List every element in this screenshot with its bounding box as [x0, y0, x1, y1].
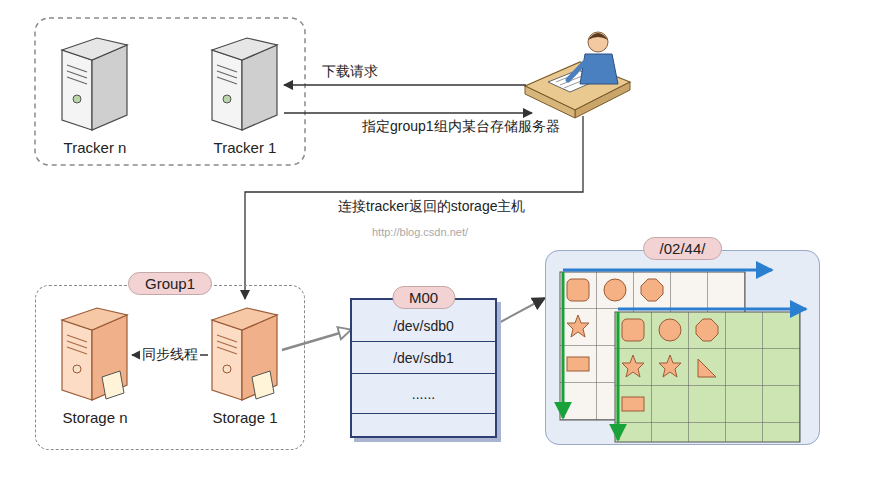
tracker-server: Tracker n	[55, 30, 135, 158]
node-label: Tracker 1	[214, 139, 277, 158]
storage-server-icon	[62, 308, 127, 400]
directory-panel-ground	[545, 250, 820, 445]
file-grid-front	[615, 312, 800, 442]
arrow-label: 连接tracker返回的storage主机	[338, 198, 525, 216]
connector	[495, 298, 545, 325]
node-label: ......	[412, 386, 435, 402]
tracker-cluster-outline	[35, 18, 305, 165]
node-label: /dev/sdb0	[393, 318, 454, 334]
request-arrow	[284, 84, 526, 85]
connector-label: 同步线程	[140, 346, 200, 364]
arrow-label: 下载请求	[322, 63, 378, 81]
heading-pill: M00	[392, 286, 455, 309]
tracker-server-icon	[62, 38, 127, 130]
storage-server: Storage 1	[208, 300, 282, 428]
disk-row: /dev/sdb0	[352, 310, 495, 342]
watermark: http://blog.csdn.net/	[372, 226, 468, 238]
disk-row: /dev/sdb1	[352, 342, 495, 374]
arrow-label: 指定group1组内某台存储服务器	[362, 118, 560, 136]
disk-row: ......	[352, 374, 495, 414]
storage-server-icon	[212, 308, 277, 400]
storage-server: Storage n	[58, 300, 132, 428]
node-label: /dev/sdb1	[393, 350, 454, 366]
node-label: Storage 1	[212, 409, 277, 428]
node-label: Tracker n	[64, 139, 127, 158]
reply-arrow	[284, 112, 532, 113]
heading-pill: /02/44/	[643, 237, 723, 260]
node-label: Storage n	[62, 409, 127, 428]
axis-arrows	[563, 270, 806, 440]
storage-group: Group1Storage nStorage 1	[35, 285, 305, 450]
connect-arrow	[245, 116, 583, 299]
client-figure	[525, 32, 630, 118]
tracker-server: Tracker 1	[205, 30, 285, 158]
store-path-box: M00/dev/sdb0/dev/sdb1......	[350, 298, 497, 438]
tracker-server-icon	[212, 38, 277, 130]
connector	[282, 330, 350, 350]
directory-panel: /02/44/	[545, 250, 820, 445]
heading-pill: Group1	[128, 272, 212, 295]
